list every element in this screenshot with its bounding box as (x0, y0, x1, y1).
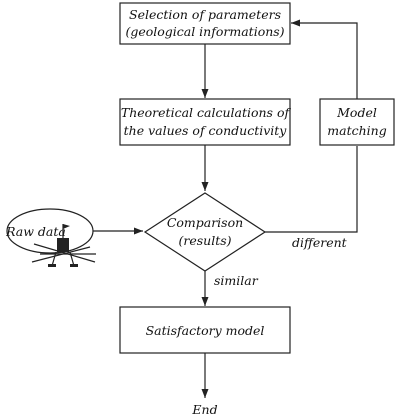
selection-line-2: (geological informations) (125, 24, 284, 39)
drone-instrument-icon (31, 224, 96, 267)
end-label: End (191, 402, 217, 417)
connector-comparison-to-model-matching (265, 146, 358, 233)
raw-data-label: Raw data (5, 224, 66, 239)
satisfactory-model-node: Satisfactory model (119, 306, 291, 354)
edge-label-different: different (292, 235, 348, 250)
theoretical-line-2: the values of conductivity (124, 123, 288, 138)
theoretical-calculations-node: Theoretical calculations of the values o… (119, 98, 292, 146)
model-matching-node: Model matching (319, 98, 395, 146)
raw-data-node: Raw data (5, 208, 94, 254)
satisfactory-model-label: Satisfactory model (146, 323, 265, 338)
comparison-line-1: Comparison (167, 215, 243, 230)
model-matching-line-2: matching (327, 123, 386, 138)
theoretical-line-1: Theoretical calculations of (121, 105, 292, 120)
selection-line-1: Selection of parameters (129, 7, 281, 22)
arrow-model-matching-to-selection (291, 19, 358, 99)
comparison-decision-node: Comparison (results) (143, 192, 267, 272)
selection-of-parameters-node: Selection of parameters (geological info… (119, 2, 291, 45)
edge-label-similar: similar (214, 273, 259, 288)
comparison-line-2: (results) (178, 233, 231, 248)
model-matching-line-1: Model (336, 105, 377, 120)
